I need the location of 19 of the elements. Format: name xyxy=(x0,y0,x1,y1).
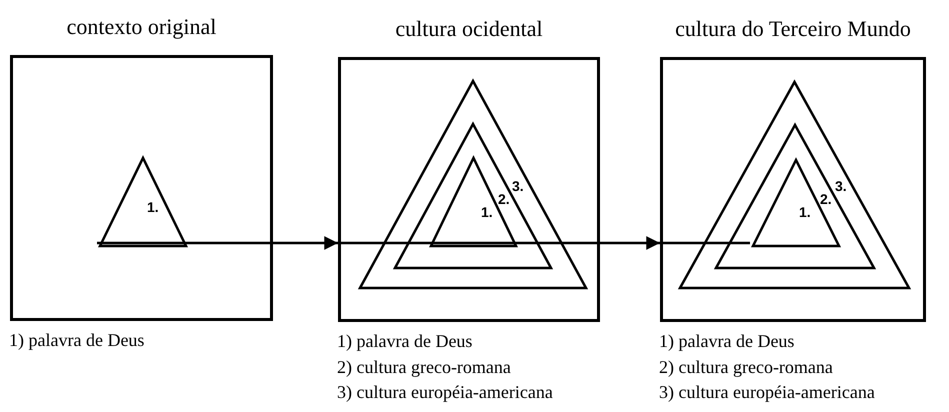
layer-number: 1. xyxy=(481,205,493,219)
caption-line: 2) cultura greco-romana xyxy=(337,356,512,379)
caption-line: 2) cultura greco-romana xyxy=(659,356,834,379)
layer-number: 1. xyxy=(147,200,159,214)
caption-line: 3) cultura européia-americana xyxy=(659,381,875,404)
layer-number: 2. xyxy=(820,192,832,206)
layer-number: 1. xyxy=(799,205,811,219)
panel-heading: cultura do Terceiro Mundo xyxy=(675,16,911,42)
layer-number: 3. xyxy=(512,179,524,193)
caption-line: 1) palavra de Deus xyxy=(337,330,474,353)
panel-heading: cultura ocidental xyxy=(395,16,543,42)
layer-number: 3. xyxy=(835,179,847,193)
caption-line: 1) palavra de Deus xyxy=(659,330,796,353)
arrow xyxy=(97,236,338,250)
caption-line: 1) palavra de Deus xyxy=(9,329,144,352)
panel-heading: contexto original xyxy=(66,14,216,40)
caption-line: 3) cultura européia-americana xyxy=(337,381,553,404)
layer-number: 2. xyxy=(498,192,510,206)
arrow xyxy=(338,236,660,250)
